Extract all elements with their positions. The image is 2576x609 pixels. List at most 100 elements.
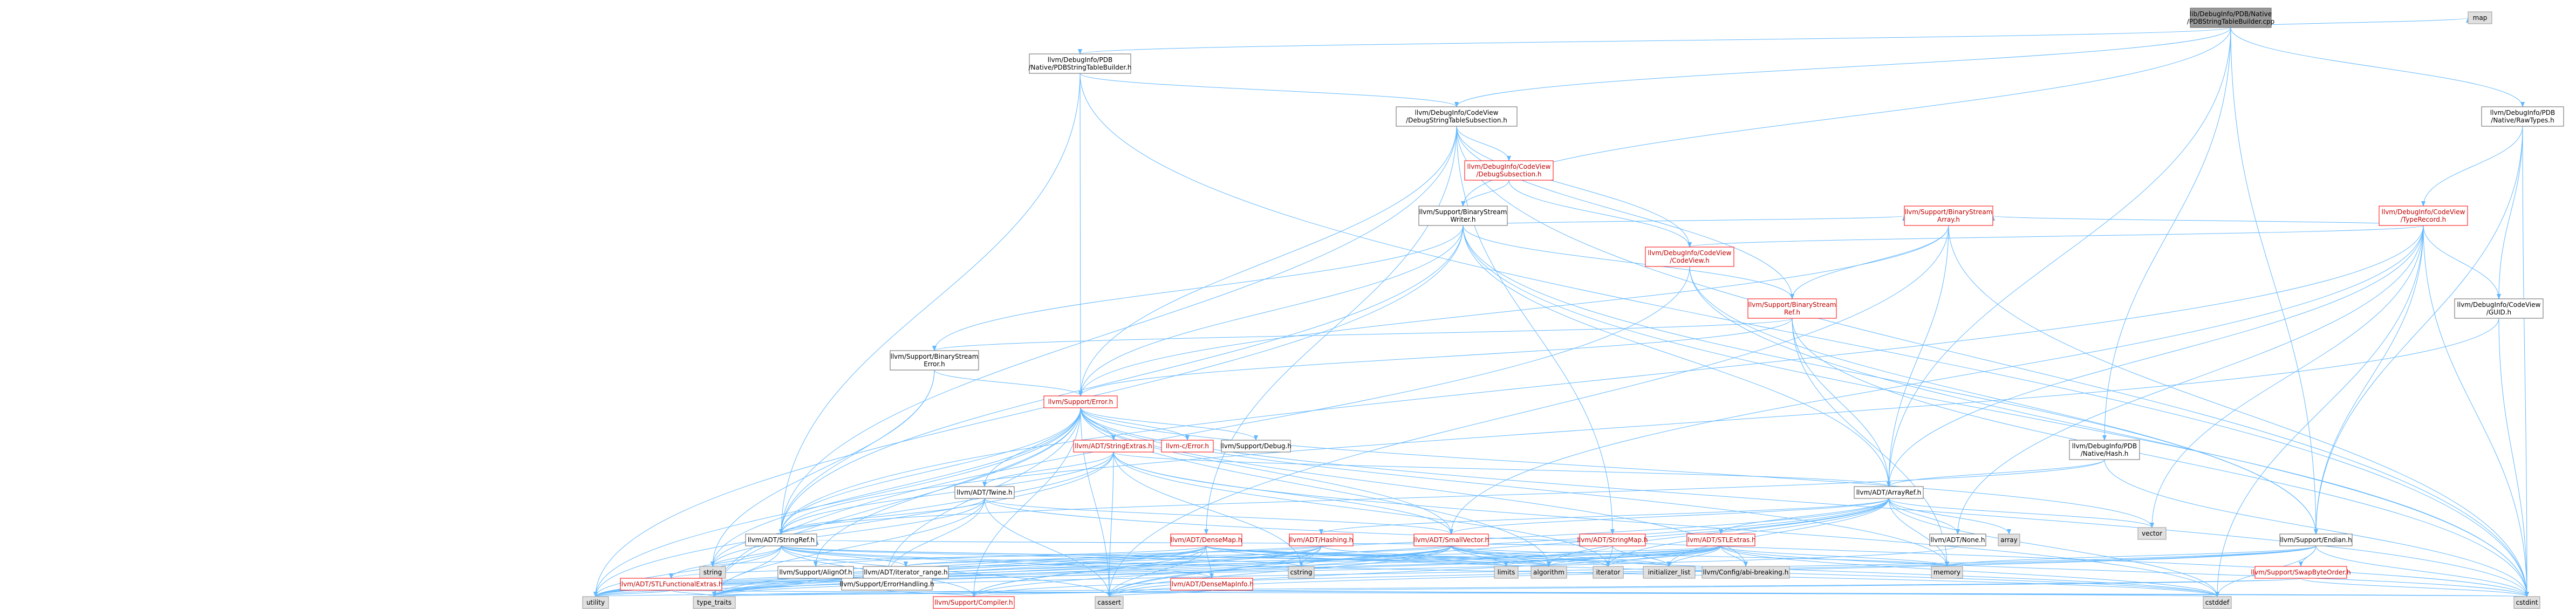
edge-arrayref-smallvector [1449, 498, 1889, 535]
node-densemap[interactable]: llvm/ADT/DenseMap.h [1170, 533, 1242, 546]
node-stringref[interactable]: llvm/ADT/StringRef.h [745, 533, 817, 546]
node-stlfunc[interactable]: llvm/ADT/STLFunctionalExtras.h [619, 578, 723, 591]
node-debugsub[interactable]: llvm/DebugInfo/CodeView/DebugSubsection.… [1464, 160, 1554, 181]
node-endian[interactable]: llvm/Support/Endian.h [2279, 533, 2353, 546]
node-label-twine: llvm/ADT/Twine.h [956, 489, 1012, 496]
node-box-stlextras [1686, 533, 1755, 546]
node-errhandling[interactable]: llvm/Support/ErrorHandling.h [839, 578, 934, 591]
edge-twine-stringref [779, 498, 985, 535]
edge-stringref-utility [593, 545, 782, 597]
node-label-debug: llvm/Support/Debug.h [1220, 442, 1292, 450]
edge-bsw-stringref [779, 225, 1464, 535]
edge-bsref-arrayref [1792, 318, 1891, 487]
node-label-stlfunc: llvm/ADT/STLFunctionalExtras.h [619, 580, 722, 588]
edge-bsw-bsarray [1463, 215, 1907, 226]
node-algorithm: algorithm [1530, 566, 1567, 579]
node-label-compiler: llvm/Support/Compiler.h [934, 599, 1013, 606]
node-stlextras[interactable]: llvm/ADT/STLExtras.h [1686, 533, 1756, 546]
node-hashing[interactable]: llvm/ADT/Hashing.h [1289, 533, 1354, 546]
edge-error-compiler [972, 407, 1081, 597]
node-twine[interactable]: llvm/ADT/Twine.h [954, 486, 1015, 499]
edge-twine-cassert [984, 498, 1111, 597]
node-error[interactable]: llvm/Support/Error.h [1043, 395, 1118, 408]
node-box-codeview [1645, 247, 1734, 267]
edge-arrayref-vector [1888, 498, 2154, 528]
node-box-initlist [1643, 566, 1696, 579]
node-box-densemap [1170, 533, 1242, 546]
node-box-vector [2137, 527, 2167, 540]
edge-rawtypes-cstdint [2522, 126, 2529, 597]
edge-focus-bsw [1461, 27, 2231, 207]
node-box-bsw [1418, 206, 1508, 226]
edge-dss-debugsub [1456, 126, 1511, 161]
node-densemapinfo[interactable]: llvm/ADT/DenseMapInfo.h [1170, 578, 1254, 591]
edge-typerecord-codeview [1687, 225, 2424, 248]
node-guid[interactable]: llvm/DebugInfo/CodeView/GUID.h [2454, 298, 2544, 319]
node-label-array: array [2000, 536, 2017, 544]
node-cassert: cassert [1095, 596, 1124, 609]
edge-stlextras-stlfunc [669, 545, 1721, 579]
node-compiler[interactable]: llvm/Support/Compiler.h [933, 596, 1015, 609]
edge-typerecord-vector [2150, 225, 2424, 528]
edge-error-vector [1080, 407, 2154, 528]
node-label-pdbstb: llvm/DebugInfo/PDB [1048, 56, 1112, 64]
edge-bsarray-bsref [1790, 225, 1949, 299]
node-iterrange[interactable]: llvm/ADT/iterator_range.h [863, 566, 949, 579]
node-pdbhash[interactable]: llvm/DebugInfo/PDB/Native/Hash.h [2069, 440, 2140, 460]
edge-endian-memory [1945, 545, 2317, 567]
edge-smallvector-memory [1451, 545, 1949, 567]
edge-stlextras-climits [1504, 545, 1721, 567]
node-debug[interactable]: llvm/Support/Debug.h [1220, 440, 1292, 453]
edge-guid-stringref [779, 318, 2499, 535]
node-box-cstdint [2513, 596, 2540, 609]
edge-error-memory [1080, 407, 1949, 567]
edge-smallvector-cstring [1299, 545, 1452, 567]
node-label-string: string [703, 569, 722, 576]
node-label-none: llvm/ADT/None.h [1930, 536, 1985, 544]
node-codeview[interactable]: llvm/DebugInfo/CodeView/CodeView.h [1645, 247, 1734, 267]
edge-stringextras-smallvector [1113, 451, 1453, 535]
node-label-algorithm: algorithm [1533, 569, 1564, 576]
node-box-typerecord [2379, 206, 2468, 226]
node-stringmap[interactable]: llvm/ADT/StringMap.h [1577, 533, 1648, 546]
node-label-bsref: Ref.h [1784, 309, 1800, 316]
edge-guid-cstdint [2498, 318, 2529, 597]
edge-focus-rawtypes [2230, 27, 2525, 107]
node-cerror[interactable]: llvm-c/Error.h [1161, 440, 1214, 453]
edge-hashing-string [710, 545, 1322, 567]
edge-bsw-error [1078, 225, 1464, 396]
edge-twine-errhandling [885, 498, 985, 579]
node-box-configbreak [1702, 566, 1790, 579]
node-box-array [1998, 533, 2020, 546]
node-typerecord[interactable]: llvm/DebugInfo/CodeView/TypeRecord.h [2379, 206, 2468, 226]
edge-stringextras-iterator [1113, 451, 1610, 567]
node-label-stlextras: llvm/ADT/STLExtras.h [1686, 536, 1755, 544]
node-string: string [699, 566, 726, 579]
node-label-bserr: Error.h [924, 360, 945, 368]
node-rawtypes[interactable]: llvm/DebugInfo/PDB/Native/RawTypes.h [2481, 106, 2564, 127]
edge-densemapinfo-typetraits [713, 590, 1212, 597]
node-box-densemapinfo [1170, 578, 1253, 591]
node-pdbstb[interactable]: llvm/DebugInfo/PDB/Native/PDBStringTable… [1028, 53, 1132, 74]
node-dss[interactable]: llvm/DebugInfo/CodeView/DebugStringTable… [1396, 106, 1518, 127]
node-stringextras[interactable]: llvm/ADT/StringExtras.h [1073, 440, 1154, 453]
node-alignof[interactable]: llvm/Support/AlignOf.h [777, 566, 854, 579]
node-arrayref[interactable]: llvm/ADT/ArrayRef.h [1854, 486, 1924, 499]
edge-smallvector-climits [1451, 545, 1508, 567]
node-initlist: initializer_list [1643, 566, 1696, 579]
node-label-densemap: llvm/ADT/DenseMap.h [1171, 536, 1242, 544]
edge-densemap-compiler [972, 545, 1207, 597]
node-swapbyte[interactable]: llvm/Support/SwapByteOrder.h [2251, 566, 2351, 579]
node-none[interactable]: llvm/ADT/None.h [1929, 533, 1986, 546]
node-box-map [2468, 11, 2492, 24]
edge-dss-densemap [1204, 126, 1457, 535]
edge-stringextras-string [710, 451, 1114, 567]
node-cstdint: cstdint [2513, 596, 2540, 609]
edge-stringref-string [710, 545, 782, 567]
node-label-bsref: llvm/Support/BinaryStream [1748, 301, 1836, 309]
node-smallvector[interactable]: llvm/ADT/SmallVector.h [1413, 533, 1489, 546]
